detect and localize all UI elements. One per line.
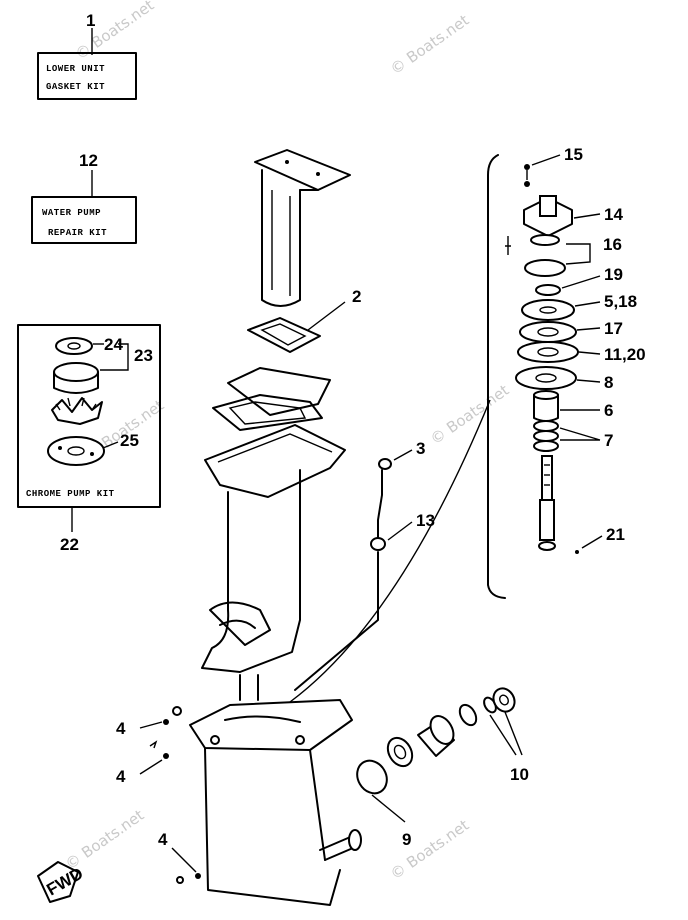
callout-19: 19: [604, 265, 623, 284]
kit-label: CHROME PUMP KIT: [26, 489, 115, 499]
drive-shaft-housing: [254, 149, 351, 307]
kit-label-line2: REPAIR KIT: [48, 228, 107, 238]
callout-21: 21: [606, 525, 625, 544]
callout-11-20: 11,20: [604, 345, 646, 364]
callout-7: 7: [604, 431, 613, 450]
stack-bracket: [487, 154, 506, 599]
callout-8: 8: [604, 373, 613, 392]
fwd-arrow: FWD: [37, 861, 86, 903]
callout-24: 24: [104, 335, 123, 354]
kit-label-line1: WATER PUMP: [42, 208, 101, 218]
callout-5-18: 5,18: [604, 292, 637, 311]
gasket-plate: 2: [247, 287, 361, 353]
callout-12: 12: [79, 151, 98, 170]
callout-4: 4: [116, 719, 126, 738]
water-pump-stack: 15 14 16 19 5,18 17 11,20 8: [505, 145, 646, 554]
callout-4: 4: [158, 830, 168, 849]
callout-25: 25: [120, 431, 139, 450]
callout-6: 6: [604, 401, 613, 420]
water-pump-repair-kit: 12 WATER PUMP REPAIR KIT: [31, 151, 137, 244]
pump-base-gaskets: [212, 367, 331, 431]
bolts: 4 4 4: [116, 706, 201, 884]
watermark: © Boats.net: [387, 816, 472, 883]
callout-22: 22: [60, 535, 79, 554]
water-tube: 3 13: [289, 399, 491, 703]
callout-14: 14: [604, 205, 623, 224]
chrome-pump-kit: 24 23 25 CHROME PUMP KIT 22: [17, 324, 161, 554]
callout-2: 2: [352, 287, 361, 306]
callout-23: 23: [134, 346, 153, 365]
watermark: © Boats.net: [387, 11, 472, 78]
callout-3: 3: [416, 439, 425, 458]
callout-15: 15: [564, 145, 583, 164]
fwd-label: FWD: [43, 864, 86, 900]
callout-13: 13: [416, 511, 435, 530]
callout-17: 17: [604, 319, 623, 338]
kit-label-line1: LOWER UNIT: [46, 64, 105, 74]
watermark: © Boats.net: [427, 381, 512, 448]
callout-10: 10: [510, 765, 529, 784]
o-ring: 9: [356, 759, 411, 849]
watermark: © Boats.net: [62, 806, 147, 873]
callout-9: 9: [402, 830, 411, 849]
callout-4: 4: [116, 767, 126, 786]
lower-unit-gasket-kit: 1 LOWER UNIT GASKET KIT: [37, 11, 137, 100]
kit-label-line2: GASKET KIT: [46, 82, 105, 92]
callout-16: 16: [603, 235, 622, 254]
prop-shaft-parts: 10: [386, 687, 529, 784]
callout-1: 1: [86, 11, 95, 30]
lower-housing: [189, 424, 362, 906]
